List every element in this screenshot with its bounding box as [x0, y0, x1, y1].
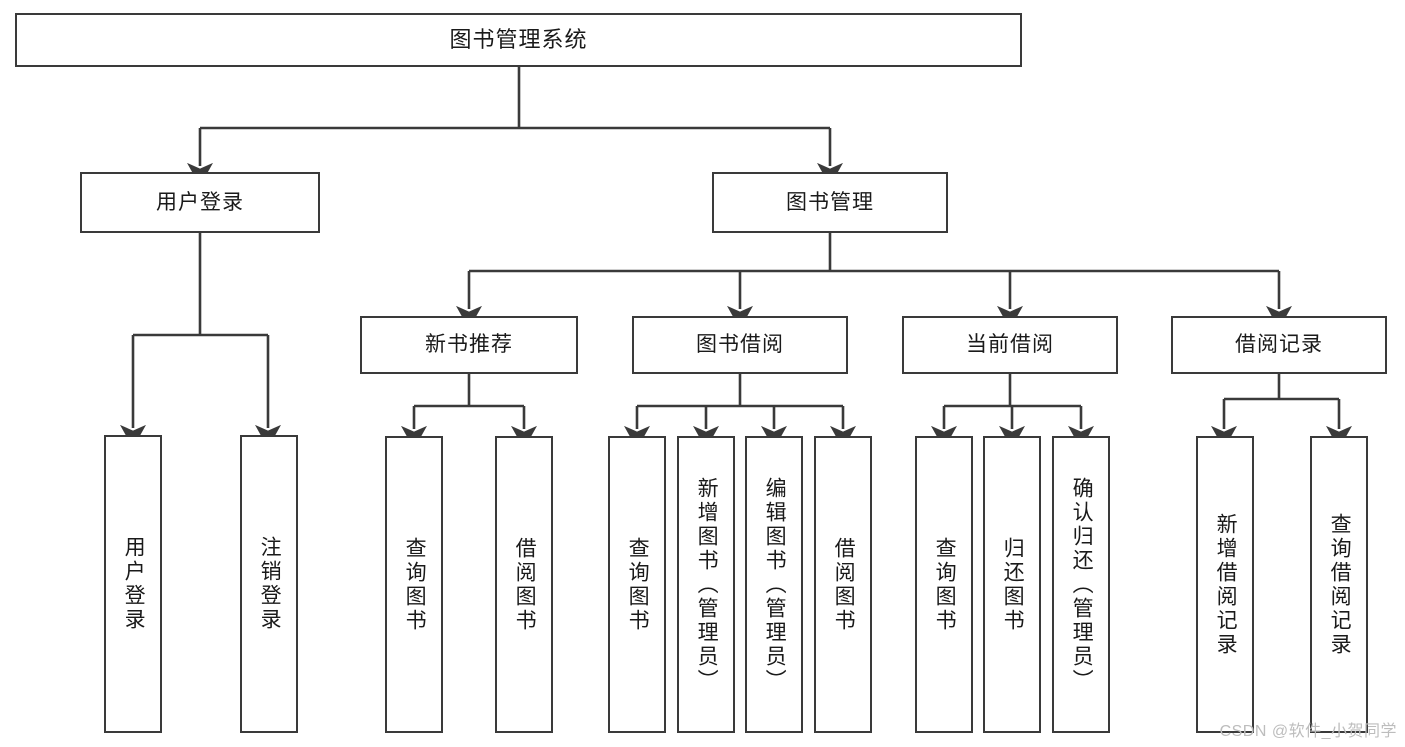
- node-book-manage[interactable]: 图书管理: [712, 172, 948, 233]
- leaf-book-borrow-2[interactable]: 编辑图书（管理员）: [745, 436, 803, 733]
- leaf-book-borrow-0-label: 查询图书: [626, 536, 650, 633]
- leaf-book-borrow-2-label: 编辑图书（管理员）: [763, 476, 787, 693]
- leaf-new-book-0[interactable]: 查询图书: [385, 436, 443, 733]
- leaf-user-login-0-label: 用户登录: [122, 536, 146, 632]
- leaf-current-borrow-1[interactable]: 归还图书: [983, 436, 1041, 733]
- leaf-borrow-record-0-label: 新增借阅记录: [1214, 512, 1238, 657]
- leaf-book-borrow-0[interactable]: 查询图书: [608, 436, 666, 733]
- node-book-borrow-label: 图书借阅: [696, 333, 784, 357]
- leaf-borrow-record-1-label: 查询借阅记录: [1328, 512, 1352, 657]
- leaf-book-borrow-1-label: 新增图书（管理员）: [695, 476, 719, 693]
- leaf-new-book-1[interactable]: 借阅图书: [495, 436, 553, 733]
- node-book-borrow[interactable]: 图书借阅: [632, 316, 848, 374]
- leaf-user-login-0[interactable]: 用户登录: [104, 435, 162, 733]
- leaf-user-login-1-label: 注销登录: [258, 536, 282, 632]
- node-current-borrow[interactable]: 当前借阅: [902, 316, 1118, 374]
- node-book-manage-label: 图书管理: [786, 190, 874, 214]
- node-borrow-record[interactable]: 借阅记录: [1171, 316, 1387, 374]
- leaf-current-borrow-2[interactable]: 确认归还（管理员）: [1052, 436, 1110, 733]
- leaf-current-borrow-0-label: 查询图书: [933, 536, 957, 633]
- node-new-book-recommend[interactable]: 新书推荐: [360, 316, 578, 374]
- leaf-new-book-0-label: 查询图书: [403, 536, 427, 633]
- leaf-borrow-record-1[interactable]: 查询借阅记录: [1310, 436, 1368, 733]
- node-root-label: 图书管理系统: [449, 26, 588, 52]
- leaf-current-borrow-1-label: 归还图书: [1001, 536, 1025, 633]
- leaf-new-book-1-label: 借阅图书: [513, 536, 537, 633]
- leaf-book-borrow-3[interactable]: 借阅图书: [814, 436, 872, 733]
- leaf-user-login-1[interactable]: 注销登录: [240, 435, 298, 733]
- leaf-current-borrow-2-label: 确认归还（管理员）: [1070, 476, 1094, 693]
- node-user-login-label: 用户登录: [156, 190, 244, 214]
- leaf-book-borrow-1[interactable]: 新增图书（管理员）: [677, 436, 735, 733]
- node-current-borrow-label: 当前借阅: [966, 333, 1054, 357]
- leaf-book-borrow-3-label: 借阅图书: [832, 536, 856, 633]
- node-borrow-record-label: 借阅记录: [1235, 333, 1323, 357]
- leaf-current-borrow-0[interactable]: 查询图书: [915, 436, 973, 733]
- leaf-borrow-record-0[interactable]: 新增借阅记录: [1196, 436, 1254, 733]
- node-root[interactable]: 图书管理系统: [15, 13, 1022, 67]
- node-user-login[interactable]: 用户登录: [80, 172, 320, 233]
- node-new-book-recommend-label: 新书推荐: [425, 333, 513, 357]
- watermark: CSDN @软件_小贺同学: [1219, 723, 1397, 740]
